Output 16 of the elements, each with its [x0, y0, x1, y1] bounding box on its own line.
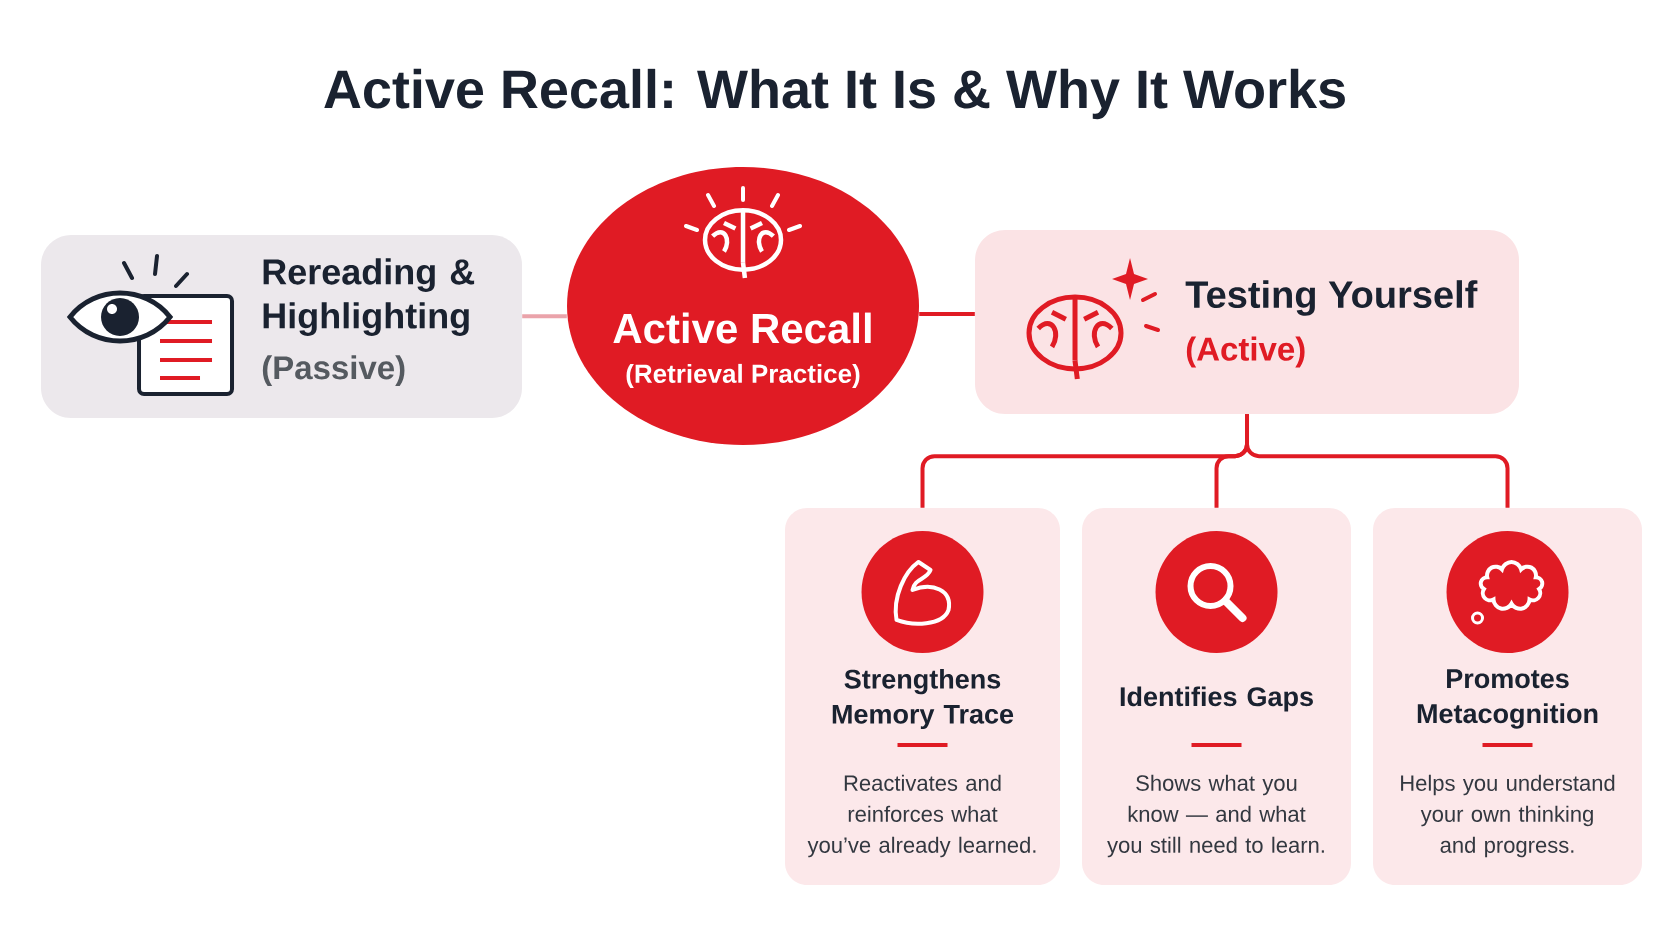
card-text: Reactivates and reinforces what you’ve already learned. [807, 774, 1036, 858]
card-subtitle: (Passive) [262, 355, 405, 386]
card-heading: Strengthens Memory Trace [832, 668, 1014, 730]
ellipse-heading: Active Recall [613, 312, 871, 344]
card-heading: Identifies Gaps [1120, 686, 1313, 712]
title: Active Recall: What It Is & Why It Works [324, 68, 1345, 120]
ellipse-subtitle: (Retrieval Practice) [626, 363, 860, 389]
card-heading: Promotes Metacognition [1417, 669, 1598, 729]
connector-line [522, 314, 567, 319]
card-heading: Rereading & Highlighting [263, 258, 475, 336]
card-subtitle: (Active) [1186, 336, 1305, 368]
connector-line [1245, 414, 1510, 508]
connector-line [919, 312, 975, 316]
card-text: Shows what you know — and what you still need to learn. [1107, 774, 1324, 858]
card-text: Helps you understand your own thinking and progress. [1401, 774, 1615, 858]
card-heading: Testing Yourself [1185, 280, 1478, 316]
